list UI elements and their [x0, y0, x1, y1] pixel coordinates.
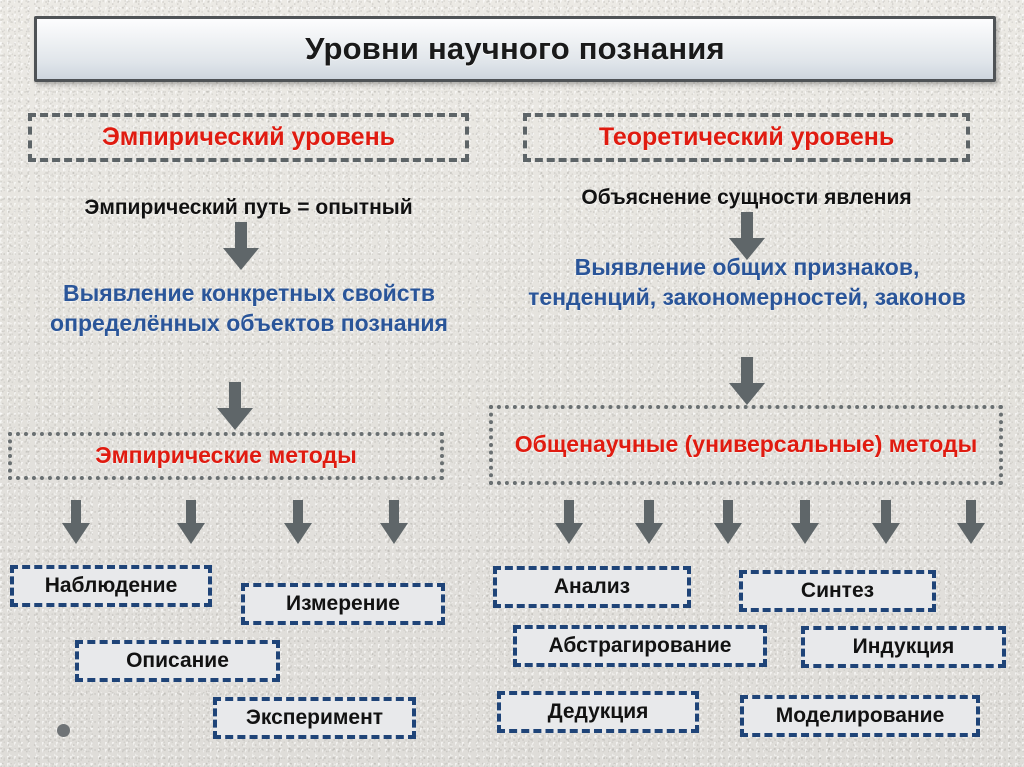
slide-title-banner: Уровни научного познания	[34, 16, 996, 82]
term-label: Наблюдение	[44, 574, 178, 597]
empirical-detail: Выявление конкретных свойств определённы…	[50, 280, 448, 337]
arrow-down-icon	[553, 500, 585, 544]
theoretical-detail: Выявление общих признаков, тенденций, за…	[528, 254, 966, 311]
page-title: Уровни научного познания	[305, 31, 725, 66]
term-label: Дедукция	[547, 700, 649, 723]
empirical-statement: Эмпирический путь = опытный	[84, 196, 413, 219]
empirical-methods-label: Эмпирические методы	[95, 442, 357, 469]
arrow-down-icon	[712, 500, 744, 544]
term-box-modeling[interactable]: Моделирование	[740, 695, 980, 737]
arrow-down-icon	[282, 500, 314, 544]
arrow-down-icon	[633, 500, 665, 544]
arrow-down-icon	[215, 382, 255, 430]
term-box-abstraction[interactable]: Абстрагирование	[513, 625, 767, 667]
term-box-analysis[interactable]: Анализ	[493, 566, 691, 608]
empirical-level-header: Эмпирический уровень	[28, 113, 469, 162]
arrow-down-icon	[727, 212, 767, 260]
arrow-down-icon	[175, 500, 207, 544]
term-box-synthesis[interactable]: Синтез	[739, 570, 936, 612]
term-box-experiment[interactable]: Эксперимент	[213, 697, 416, 739]
term-label: Абстрагирование	[548, 634, 732, 657]
arrow-down-icon	[727, 357, 767, 405]
theoretical-level-header-label: Теоретический уровень	[598, 123, 895, 151]
arrow-down-icon	[955, 500, 987, 544]
arrow-down-icon	[221, 222, 261, 270]
term-label: Индукция	[852, 635, 955, 658]
term-box-induction[interactable]: Индукция	[801, 626, 1006, 668]
theoretical-methods-label: Общенаучные (универсальные) методы	[514, 431, 978, 458]
term-label: Моделирование	[775, 704, 945, 727]
arrow-down-icon	[378, 500, 410, 544]
theoretical-methods-box: Общенаучные (универсальные) методы	[489, 405, 1003, 485]
theoretical-level-header: Теоретический уровень	[523, 113, 970, 162]
term-box-observation[interactable]: Наблюдение	[10, 565, 212, 607]
term-label: Эксперимент	[245, 706, 384, 729]
term-label: Измерение	[285, 592, 400, 615]
term-label: Описание	[126, 649, 229, 672]
bullet-dot-icon	[57, 724, 70, 737]
term-box-deduction[interactable]: Дедукция	[497, 691, 699, 733]
term-box-measurement[interactable]: Измерение	[241, 583, 445, 625]
arrow-down-icon	[870, 500, 902, 544]
term-box-description[interactable]: Описание	[75, 640, 280, 682]
term-label: Анализ	[553, 575, 631, 598]
arrow-down-icon	[789, 500, 821, 544]
empirical-methods-box: Эмпирические методы	[8, 432, 444, 480]
empirical-level-header-label: Эмпирический уровень	[101, 123, 396, 151]
arrow-down-icon	[60, 500, 92, 544]
theoretical-statement: Объяснение сущности явления	[581, 186, 912, 209]
term-label: Синтез	[800, 579, 875, 602]
